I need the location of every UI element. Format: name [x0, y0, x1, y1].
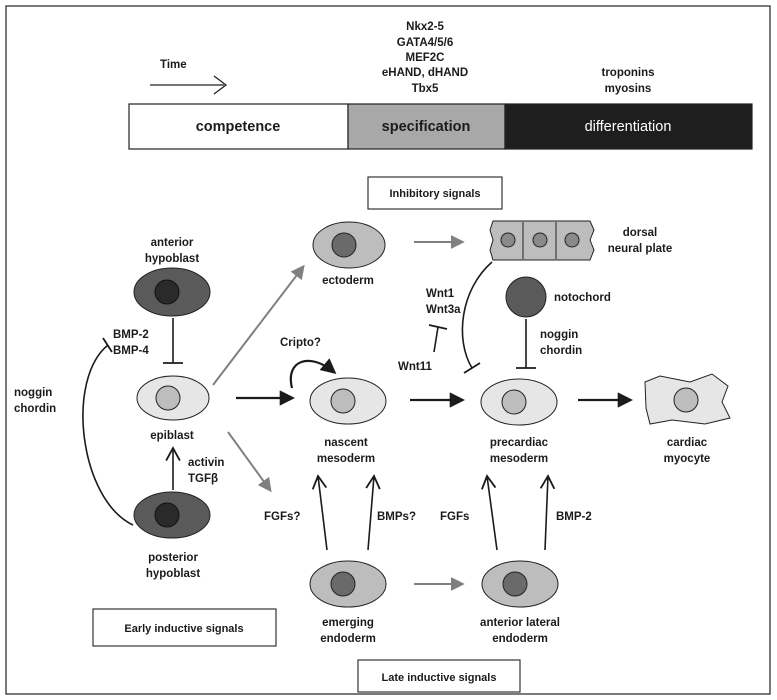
tf-hand: eHAND, dHAND	[382, 67, 468, 79]
epiblast-to-endoderm-arrow	[227, 431, 272, 493]
anterior-lateral-endoderm-label-2: endoderm	[492, 633, 548, 645]
precardiac-mesoderm-label-1: precardiac	[490, 437, 549, 449]
dorsal-neural-plate-label-1: dorsal	[623, 227, 658, 239]
fgfs-label: FGFs	[440, 511, 469, 523]
wnt1-label: Wnt1	[426, 288, 455, 300]
wnt3a-label: Wnt3a	[426, 304, 461, 316]
cripto-loop-arrow	[289, 358, 337, 389]
figure-frame	[5, 5, 771, 695]
emerging-endoderm-label-2: endoderm	[320, 633, 376, 645]
emerging-endoderm-label-1: emerging	[322, 617, 374, 629]
anterior-hypoblast-label-2: hypoblast	[145, 253, 199, 265]
bmp2-label: BMP-2	[113, 329, 149, 341]
precardiac-mesoderm-cell	[480, 378, 558, 426]
anterior-lateral-endoderm-cell	[481, 560, 559, 608]
differentiation-label: differentiation	[585, 119, 672, 135]
neural-plate-inhibition-curve	[461, 261, 493, 369]
chordin-left-label: chordin	[14, 403, 56, 415]
notochord-label: notochord	[554, 292, 611, 304]
nascent-mesoderm-label-1: nascent	[324, 437, 368, 449]
nascent-mesoderm-cell	[309, 377, 387, 425]
differentiation-bar	[504, 103, 753, 150]
nascent-mesoderm-label-2: mesoderm	[317, 453, 375, 465]
wnt11-inhibition-bar	[428, 324, 448, 330]
noggin-right-label: noggin	[540, 329, 578, 341]
transcription-factor-list: Nkx2-5 GATA4/5/6 MEF2C eHAND, dHAND Tbx5	[382, 21, 468, 95]
inhibitory-signals-box	[367, 176, 503, 210]
posterior-hypoblast-label-2: hypoblast	[146, 568, 200, 580]
chordin-right-label: chordin	[540, 345, 582, 357]
cardiac-myocyte-label-1: cardiac	[667, 437, 708, 449]
bmp4-label: BMP-4	[113, 345, 149, 357]
dorsal-neural-plate-label-2: neural plate	[608, 243, 673, 255]
structural-gene-list: troponins myosins	[601, 67, 654, 95]
activin-label: activin	[188, 457, 224, 469]
late-inductive-signals-box	[357, 659, 521, 693]
cardiac-myocyte-cell	[644, 373, 731, 425]
posterior-hypoblast-label-1: posterior	[148, 552, 198, 564]
competence-label: competence	[196, 119, 281, 135]
fgfs-q-label: FGFs?	[264, 511, 300, 523]
fgfs-arrow	[481, 474, 498, 551]
noggin-chordin-left-curve	[82, 344, 134, 526]
ectoderm-cell	[312, 221, 386, 269]
anterior-lateral-endoderm-label-1: anterior lateral	[480, 617, 560, 629]
late-inductive-signals-label: Late inductive signals	[382, 672, 497, 684]
noggin-chordin-left-bar	[102, 337, 113, 353]
tf-nkx2-5: Nkx2-5	[406, 21, 444, 33]
ectoderm-label: ectoderm	[322, 275, 374, 287]
gene-troponins: troponins	[601, 67, 654, 79]
anterior-hypoblast-cell	[133, 267, 211, 317]
tgfb-label: TGFβ	[188, 473, 218, 485]
cardiac-myocyte-label-2: myocyte	[664, 453, 711, 465]
wnt11-label: Wnt11	[398, 361, 432, 373]
epiblast-to-ectoderm-arrow	[212, 264, 305, 386]
fgfs-q-arrow	[311, 474, 328, 551]
early-inductive-signals-label: Early inductive signals	[124, 623, 243, 635]
bmps-q-arrow	[365, 474, 381, 551]
specification-label: specification	[382, 119, 471, 135]
bmps-q-label: BMPs?	[377, 511, 416, 523]
early-inductive-signals-box	[92, 608, 277, 647]
notochord-cell	[505, 276, 547, 318]
competence-bar	[128, 103, 349, 150]
tf-gata: GATA4/5/6	[397, 37, 453, 49]
epiblast-cell	[136, 375, 210, 421]
time-label: Time	[160, 59, 187, 71]
precardiac-mesoderm-label-2: mesoderm	[490, 453, 548, 465]
bmp2-arrow	[539, 474, 556, 551]
anterior-hypoblast-label-1: anterior	[151, 237, 194, 249]
bmp2-endoderm-label: BMP-2	[556, 511, 592, 523]
emerging-endoderm-cell	[309, 560, 387, 608]
epiblast-label: epiblast	[150, 430, 194, 442]
neural-plate-inhibition-bar	[463, 362, 481, 374]
noggin-left-label: noggin	[14, 387, 52, 399]
posterior-hypoblast-cell	[133, 491, 211, 539]
tf-tbx5: Tbx5	[412, 83, 439, 95]
inhibitory-signals-label: Inhibitory signals	[389, 188, 480, 200]
gene-myosins: myosins	[605, 83, 652, 95]
cripto-label: Cripto?	[280, 337, 321, 349]
tf-mef2c: MEF2C	[406, 52, 445, 64]
dorsal-neural-plate-cells	[489, 220, 595, 261]
time-arrow-head	[213, 75, 228, 95]
wnt11-inhibition-line	[433, 326, 439, 353]
